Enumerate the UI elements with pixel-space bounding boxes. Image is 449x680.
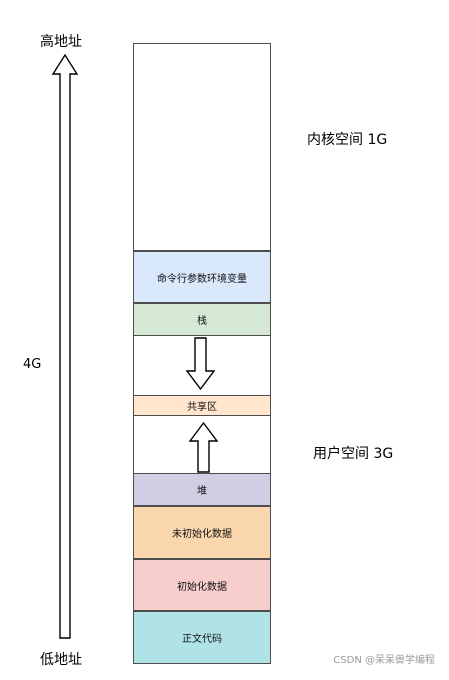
low-address-label: 低地址 bbox=[40, 652, 82, 668]
total-size-label: 4G bbox=[23, 357, 42, 372]
heap-gap bbox=[133, 416, 271, 473]
stack-segment: 栈 bbox=[133, 303, 271, 336]
high-address-label: 高地址 bbox=[40, 34, 82, 50]
address-up-arrow bbox=[51, 53, 79, 639]
args-env-segment: 命令行参数环境变量 bbox=[133, 251, 271, 303]
stack-grow-down-arrow bbox=[185, 337, 216, 391]
heap-segment: 堆 bbox=[133, 473, 271, 506]
text-segment: 正文代码 bbox=[133, 611, 271, 664]
shared-area-segment: 共享区 bbox=[133, 395, 271, 416]
stack-gap bbox=[133, 336, 271, 395]
kernel-space-label: 内核空间 1G bbox=[307, 132, 388, 148]
watermark: CSDN @呆呆兽学编程 bbox=[333, 655, 435, 666]
kernel-space-block bbox=[133, 43, 271, 251]
data-segment: 初始化数据 bbox=[133, 559, 271, 611]
bss-segment: 未初始化数据 bbox=[133, 506, 271, 559]
heap-grow-up-arrow bbox=[188, 421, 219, 473]
user-space-label: 用户空间 3G bbox=[313, 446, 394, 462]
